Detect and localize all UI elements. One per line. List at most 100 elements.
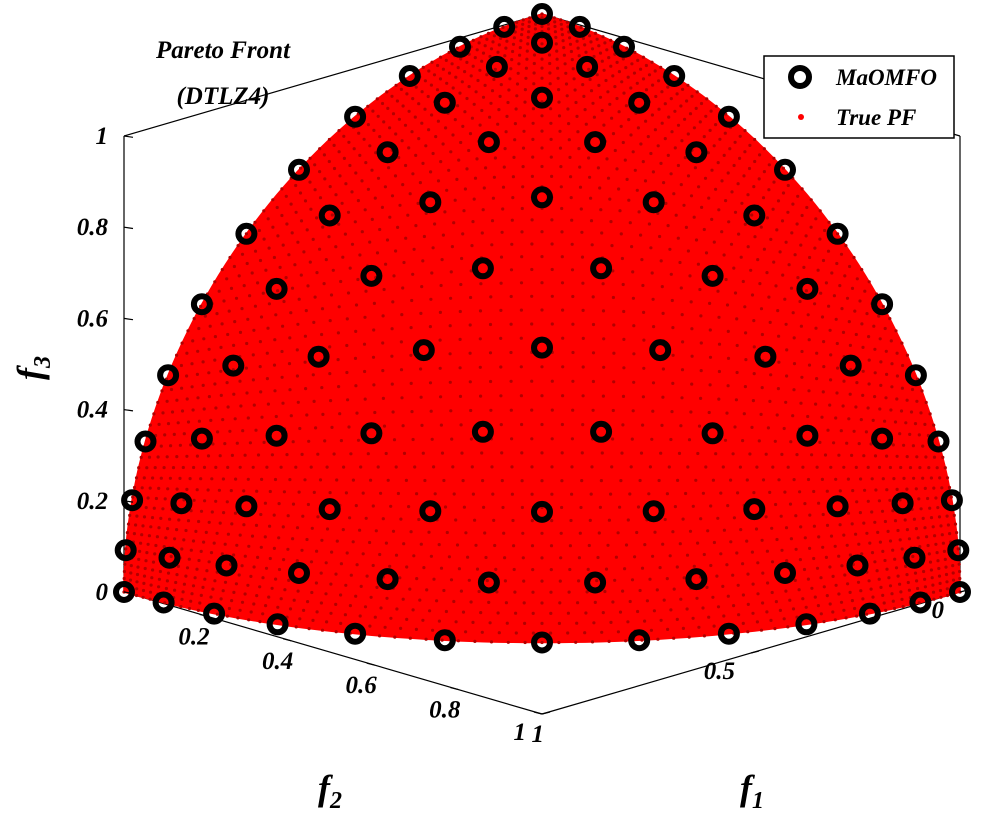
true-pf-point	[619, 232, 623, 236]
true-pf-point	[491, 196, 495, 200]
true-pf-point	[234, 582, 238, 586]
true-pf-point	[430, 271, 434, 275]
true-pf-point	[670, 298, 674, 303]
true-pf-point	[678, 542, 682, 546]
true-pf-point	[510, 58, 514, 62]
true-pf-point	[609, 64, 613, 68]
true-pf-point	[888, 498, 892, 502]
true-pf-point	[825, 489, 829, 493]
true-pf-point	[900, 547, 904, 551]
true-pf-point	[207, 560, 211, 564]
true-pf-point	[150, 516, 155, 520]
true-pf-point	[750, 213, 754, 217]
true-pf-point	[835, 391, 839, 395]
true-pf-point	[397, 117, 401, 121]
true-pf-point	[401, 183, 405, 187]
true-pf-point	[328, 185, 332, 189]
true-pf-point	[935, 551, 939, 555]
true-pf-point	[652, 325, 656, 329]
true-pf-point	[211, 442, 215, 446]
true-pf-point	[649, 151, 653, 156]
true-pf-point	[272, 363, 277, 367]
true-pf-point	[324, 561, 328, 565]
true-pf-point	[895, 374, 900, 378]
true-pf-point	[736, 583, 740, 587]
true-pf-point	[295, 374, 299, 378]
true-pf-point	[698, 287, 702, 292]
true-pf-point	[926, 496, 930, 501]
true-pf-point	[795, 222, 799, 226]
true-pf-point	[393, 174, 398, 178]
true-pf-point	[485, 73, 489, 77]
true-pf-point	[471, 620, 475, 625]
true-pf-point	[820, 477, 825, 481]
true-pf-point	[729, 540, 733, 544]
true-pf-point	[840, 307, 844, 311]
true-pf-point	[702, 227, 706, 232]
true-pf-point	[215, 312, 219, 316]
true-pf-point	[733, 140, 737, 144]
true-pf-point	[742, 412, 746, 416]
true-pf-point	[697, 424, 702, 428]
true-pf-point	[209, 551, 214, 555]
f1-tick-label: 0.2	[178, 623, 209, 650]
true-pf-point	[480, 630, 484, 634]
true-pf-point	[421, 618, 425, 622]
true-pf-point	[660, 121, 664, 125]
true-pf-point	[473, 176, 478, 180]
true-pf-point	[690, 327, 694, 331]
true-pf-point	[481, 208, 485, 212]
true-pf-point	[696, 451, 700, 456]
true-pf-point	[793, 253, 797, 257]
true-pf-point	[180, 409, 185, 413]
true-pf-point	[612, 380, 616, 384]
true-pf-point	[834, 317, 838, 321]
true-pf-point	[342, 156, 346, 160]
true-pf-point	[591, 351, 596, 355]
true-pf-point	[647, 492, 651, 496]
true-pf-point	[309, 560, 314, 564]
true-pf-point	[132, 532, 136, 536]
true-pf-point	[524, 76, 528, 80]
true-pf-point	[489, 47, 494, 51]
true-pf-point	[805, 205, 809, 210]
maomfo-point	[419, 500, 442, 523]
true-pf-point	[462, 209, 466, 213]
true-pf-point	[263, 501, 267, 505]
true-pf-point	[178, 476, 182, 480]
true-pf-point	[337, 305, 341, 309]
true-pf-point	[784, 526, 789, 530]
true-pf-point	[804, 605, 808, 609]
true-pf-point	[511, 544, 516, 548]
true-pf-point	[470, 465, 474, 469]
true-pf-point	[937, 515, 942, 519]
f2-axis-label-sub: 2	[329, 788, 342, 814]
true-pf-point	[865, 312, 869, 316]
true-pf-point	[180, 386, 184, 390]
maomfo-point	[157, 364, 180, 387]
true-pf-point	[639, 67, 643, 71]
true-pf-point	[654, 94, 658, 99]
true-pf-point	[782, 426, 786, 431]
true-pf-point	[687, 635, 691, 639]
true-pf-point	[622, 337, 626, 341]
true-pf-point	[752, 185, 756, 189]
true-pf-point	[707, 196, 711, 200]
true-pf-point	[424, 144, 428, 148]
true-pf-point	[807, 389, 811, 393]
maomfo-point	[398, 65, 421, 87]
maomfo-point	[904, 364, 927, 387]
true-pf-point	[718, 137, 722, 141]
true-pf-point	[792, 362, 797, 366]
true-pf-point	[822, 340, 826, 344]
true-pf-point	[157, 585, 161, 589]
true-pf-point	[266, 217, 270, 221]
true-pf-point	[296, 589, 300, 593]
true-pf-point	[733, 210, 738, 214]
true-pf-point	[192, 317, 196, 321]
true-pf-point	[194, 529, 198, 534]
true-pf-point	[221, 477, 225, 481]
f1-tick-mark	[450, 687, 459, 691]
true-pf-point	[540, 114, 544, 118]
